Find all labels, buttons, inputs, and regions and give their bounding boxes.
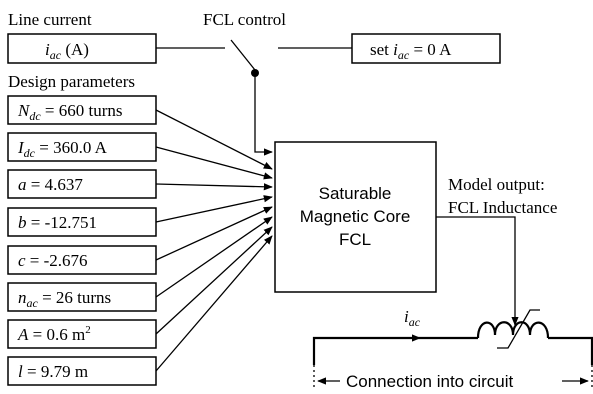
saturation-curve-icon — [497, 309, 540, 349]
model-output-label-2: FCL Inductance — [448, 198, 557, 217]
param-box-b — [7, 207, 157, 237]
control-arrow — [254, 73, 273, 156]
circuit-right-wire — [548, 336, 593, 365]
param-arrow-length — [155, 235, 273, 372]
param-value-b: b = -12.751 — [18, 213, 97, 232]
core-line-2: Magnetic Core — [300, 207, 411, 226]
param-value-n-ac: nac = 26 turns — [18, 288, 111, 310]
param-box-length — [7, 356, 157, 386]
line-current-label: Line current — [8, 10, 92, 29]
param-box-n-ac — [7, 282, 157, 312]
model-output-label: Model output: — [448, 175, 545, 194]
param-box-n-dc — [7, 95, 157, 125]
core-line-3: FCL — [339, 230, 371, 249]
line-current-box — [7, 33, 157, 64]
param-value-area: A = 0.6 m2 — [17, 324, 91, 344]
set-current-value: set iac = 0 A — [370, 40, 452, 62]
core-line-1: Saturable — [319, 184, 392, 203]
param-arrow-n-dc — [155, 109, 273, 170]
param-arrow-n-ac — [155, 216, 273, 298]
param-arrow-area — [155, 226, 273, 335]
param-value-c: c = -2.676 — [18, 251, 88, 270]
param-value-n-dc: Ndc = 660 turns — [17, 101, 123, 123]
fcl-core-box — [274, 141, 437, 293]
circuit-current-label: iac — [404, 307, 421, 329]
connection-label: Connection into circuit — [346, 372, 514, 391]
model-output-arrow — [436, 216, 519, 326]
param-arrow-a — [155, 183, 273, 191]
circuit-left-wire — [312, 336, 478, 365]
param-value-i-dc: Idc = 360.0 A — [17, 138, 108, 160]
param-box-i-dc — [7, 132, 157, 162]
param-value-length: l = 9.79 m — [18, 362, 88, 381]
param-box-area — [7, 319, 157, 349]
line-current-value: iac (A) — [45, 40, 89, 62]
fcl-control-label: FCL control — [203, 10, 286, 29]
set-current-box — [351, 33, 501, 64]
param-arrow-c — [155, 206, 273, 261]
param-value-a: a = 4.637 — [18, 175, 83, 194]
inductor-coil-icon — [476, 321, 550, 339]
param-arrow-b — [155, 195, 273, 223]
design-parameters-label: Design parameters — [8, 72, 135, 91]
param-arrow-i-dc — [155, 146, 273, 180]
switch-blade — [230, 39, 256, 71]
